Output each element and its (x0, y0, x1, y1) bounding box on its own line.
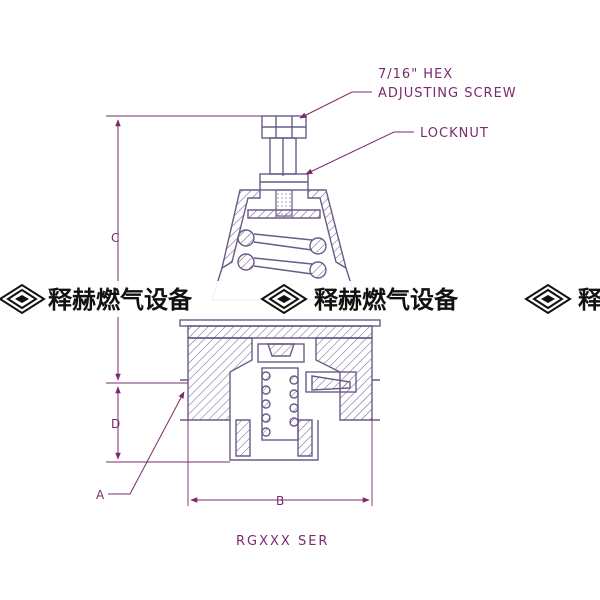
dimension-c (106, 115, 262, 384)
dimension-b (187, 420, 373, 506)
dimension-d-label: D (111, 417, 120, 431)
watermark-logo-icon (0, 283, 46, 315)
valve-spring (261, 367, 299, 441)
locknut-leader (305, 131, 414, 175)
watermark-band: 释赫燃气设备 释赫燃气设备 释 (0, 281, 600, 317)
hex-screw-leader (299, 91, 372, 119)
watermark-text-partial: 释 (578, 286, 600, 314)
watermark-text: 释赫燃气设备 (48, 286, 193, 314)
hex-callout-line2: ADJUSTING SCREW (378, 86, 517, 101)
watermark-logo-icon (260, 283, 308, 315)
dimension-c-label: C (111, 231, 119, 245)
bonnet-spring (237, 229, 327, 279)
dimension-a (108, 391, 185, 495)
model-caption: RGXXX SER (236, 534, 329, 549)
adjusting-screw (261, 115, 307, 176)
dimension-a-label: A (96, 488, 105, 502)
dimension-b-label: B (276, 494, 284, 508)
watermark-logo-icon (524, 283, 572, 315)
regulator-body (179, 319, 381, 461)
hex-callout-line1: 7/16" HEX (378, 67, 453, 82)
dimension-d (106, 386, 230, 463)
locknut-callout: LOCKNUT (420, 126, 489, 141)
spring-bonnet (211, 189, 357, 301)
watermark-text: 释赫燃气设备 (314, 286, 459, 314)
